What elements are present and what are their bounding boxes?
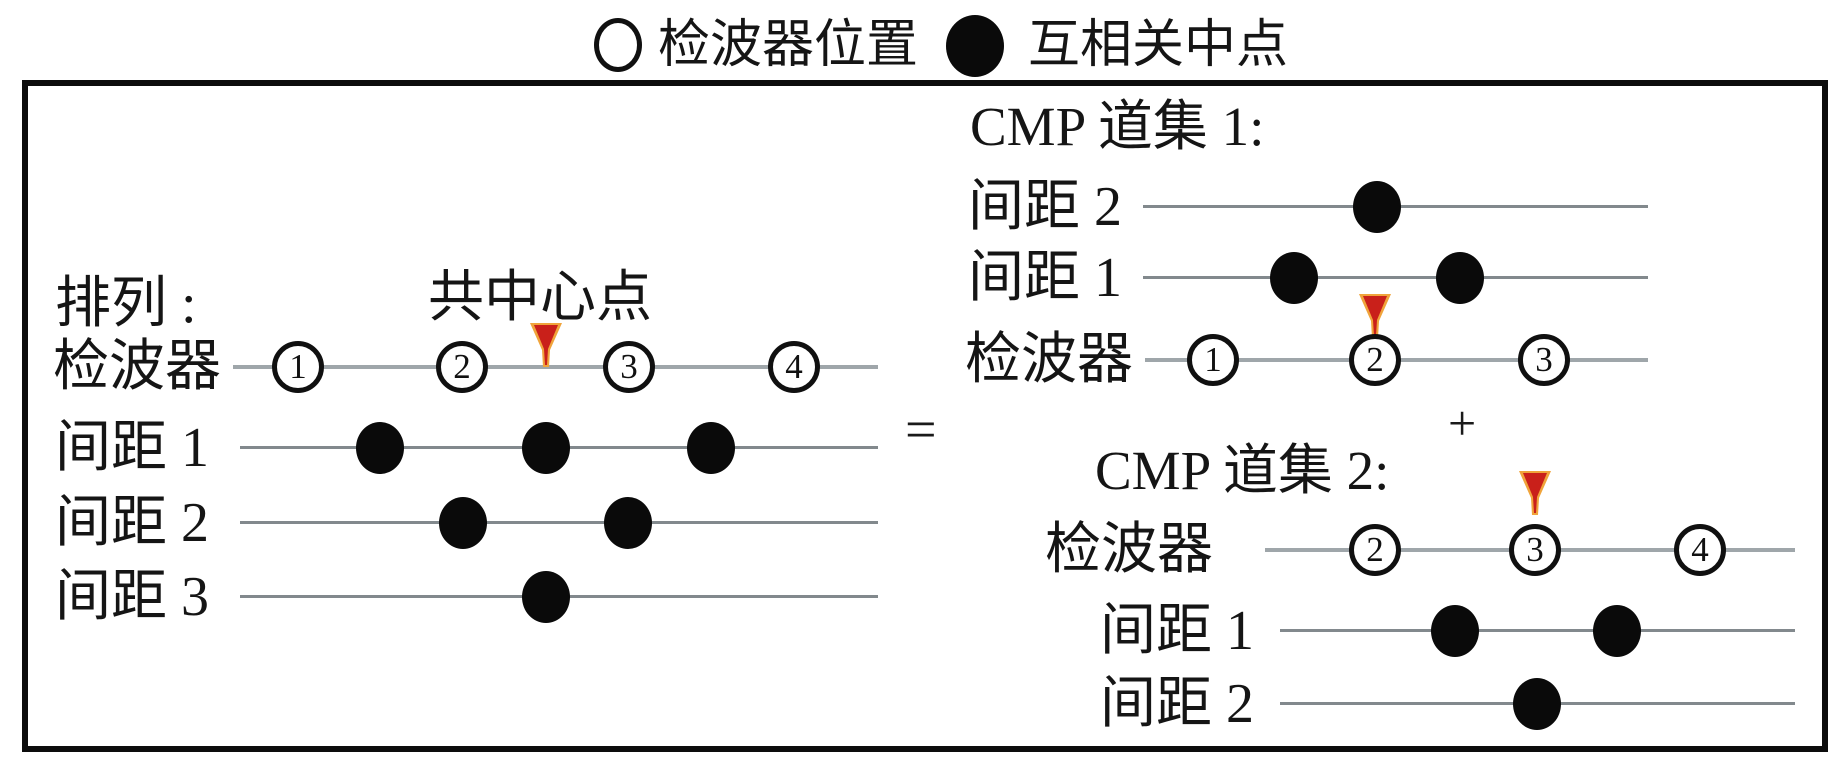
array-panel-title: 排列 :: [55, 273, 197, 335]
array-spacing1-label: 间距 1: [55, 417, 209, 479]
diagram-frame: [22, 80, 1828, 752]
gather2-spacing2-label: 间距 2: [1100, 673, 1254, 735]
common-midpoint-label: 共中心点: [428, 267, 652, 329]
cmp-gather-2-title: CMP 道集 2:: [1095, 440, 1390, 501]
array-receiver-line: [233, 365, 878, 369]
equals-sign: =: [905, 399, 937, 461]
gather1-cmp-arrow-icon: [1359, 294, 1391, 338]
gather2-cmp-arrow-icon: [1519, 471, 1551, 515]
cmp-gather-1-title: CMP 道集 1:: [970, 96, 1265, 157]
gather1-receiver-label: 检波器: [965, 329, 1133, 391]
midpoint-dot: [522, 571, 570, 623]
gather1-spacing2-label: 间距 2: [968, 176, 1122, 238]
midpoint-dot: [439, 497, 487, 549]
gather2-receiver-label: 检波器: [1045, 519, 1213, 581]
midpoint-dot: [1353, 181, 1401, 233]
array-spacing2-line: [240, 521, 878, 524]
gather1-spacing1-label: 间距 1: [968, 247, 1122, 309]
geophone-marker: 3: [1509, 524, 1561, 576]
array-cmp-arrow-icon: [530, 323, 562, 367]
geophone-marker: 3: [1518, 334, 1570, 386]
geophone-marker: 3: [603, 341, 655, 393]
geophone-position-legend-icon: [594, 18, 642, 72]
midpoint-dot: [1436, 252, 1484, 304]
plus-sign: +: [1448, 395, 1477, 451]
array-spacing3-label: 间距 3: [55, 566, 209, 628]
gather2-spacing1-line: [1280, 629, 1795, 632]
legend-label-crosscorrelation-midpoint: 互相关中点: [1028, 17, 1289, 74]
array-spacing2-label: 间距 2: [55, 492, 209, 554]
crosscorrelation-midpoint-legend-icon: [946, 15, 1004, 77]
gather2-spacing1-label: 间距 1: [1100, 600, 1254, 662]
geophone-marker: 1: [272, 341, 324, 393]
array-receiver-label: 检波器: [53, 336, 221, 398]
midpoint-dot: [1593, 605, 1641, 657]
legend-label-geophone-position: 检波器位置: [658, 17, 919, 74]
geophone-marker: 4: [768, 341, 820, 393]
geophone-marker: 4: [1674, 524, 1726, 576]
geophone-marker: 1: [1187, 334, 1239, 386]
midpoint-dot: [356, 422, 404, 474]
midpoint-dot: [1270, 252, 1318, 304]
gather1-spacing1-line: [1143, 276, 1648, 279]
midpoint-dot: [522, 422, 570, 474]
midpoint-dot: [1513, 678, 1561, 730]
midpoint-dot: [604, 497, 652, 549]
midpoint-dot: [687, 422, 735, 474]
geophone-marker: 2: [436, 341, 488, 393]
midpoint-dot: [1431, 605, 1479, 657]
geophone-marker: 2: [1349, 524, 1401, 576]
geophone-marker: 2: [1349, 334, 1401, 386]
